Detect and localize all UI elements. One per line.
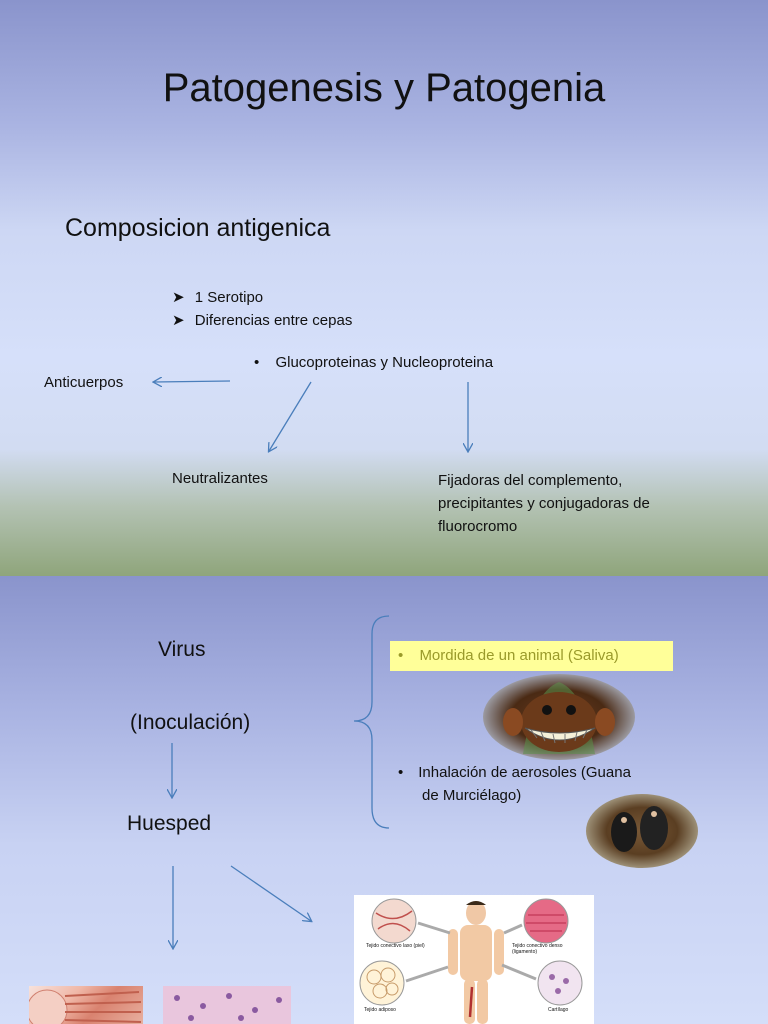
tissue-micrograph-image xyxy=(163,986,291,1024)
arrow-bullet-serotipo: ➤ 1 Serotipo xyxy=(172,288,263,306)
bullet-mordida-text: Mordida de un animal (Saliva) xyxy=(419,647,619,664)
muscle-image xyxy=(29,986,143,1024)
arrow-bullet-cepas: ➤ Diferencias entre cepas xyxy=(172,311,352,329)
curly-brace xyxy=(353,615,390,829)
bats-icon xyxy=(611,806,668,852)
highlight-box xyxy=(390,641,673,671)
fijadoras-line: fluorocromo xyxy=(438,518,518,535)
muscle-fiber-figure xyxy=(29,989,142,1024)
tissue-label: Tejido conectivo denso (ligamento) xyxy=(512,943,563,955)
virus-label: Virus xyxy=(158,638,206,661)
tissue-diagram: Tejido conectivo laxo (piel) Tejido cone… xyxy=(354,895,594,1024)
bats-image xyxy=(586,794,698,868)
arrow-bullet-icon: ➤ xyxy=(172,312,185,329)
bullet-dot-icon: • xyxy=(398,764,404,781)
center-bullet-text: Glucoproteinas y Nucleoproteina xyxy=(275,354,494,371)
tissue-diagram-figure xyxy=(359,898,583,1024)
slide-2: Virus (Inoculación) Huesped • Mordida de… xyxy=(0,576,768,1024)
section-heading: Composicion antigenica xyxy=(65,214,331,242)
neutralizantes-label: Neutralizantes xyxy=(172,470,268,487)
slide2-arrows xyxy=(0,615,390,1024)
slide-1: Patogenesis y Patogenia Composicion anti… xyxy=(0,0,768,576)
arrow-to-anticuerpos xyxy=(154,381,231,382)
arrow-huesped-diagonal xyxy=(230,865,311,921)
slide1-arrows xyxy=(0,0,768,576)
center-bullet: • Glucoproteinas y Nucleoproteina xyxy=(254,354,493,371)
inoculacion-label: (Inoculación) xyxy=(130,711,251,734)
arrow-bullet-icon: ➤ xyxy=(172,289,185,306)
tissue-label: Cartílago xyxy=(548,1007,569,1013)
bullet-inhalacion-line: Inhalación de aerosoles (Guana xyxy=(418,764,631,781)
dog-cartoon-icon xyxy=(503,682,615,754)
bullet-dot-icon: • xyxy=(398,647,404,664)
bullet-inhalacion: • Inhalación de aerosoles (Guana de Murci… xyxy=(398,761,631,807)
dog-bite-image xyxy=(483,674,635,760)
fijadoras-line: Fijadoras del complemento, xyxy=(438,472,623,489)
micrograph-figure xyxy=(174,993,282,1021)
bullet-dot-icon: • xyxy=(254,354,260,371)
anticuerpos-label: Anticuerpos xyxy=(44,374,124,391)
tissue-label: Tejido conectivo laxo (piel) xyxy=(366,943,425,949)
bullet-inhalacion-line: de Murciélago) xyxy=(422,787,522,804)
fijadoras-line: precipitantes y conjugadoras de xyxy=(438,495,650,512)
huesped-label: Huesped xyxy=(127,812,212,835)
arrow-bullet-text: 1 Serotipo xyxy=(194,289,264,306)
fijadoras-label: Fijadoras del complemento, precipitantes… xyxy=(438,469,650,538)
arrow-to-neutralizantes xyxy=(269,381,312,451)
slide-title: Patogenesis y Patogenia xyxy=(162,66,606,110)
arrow-bullet-text: Diferencias entre cepas xyxy=(194,312,353,329)
tissue-label: Tejido adiposo xyxy=(364,1007,396,1013)
bullet-mordida: • Mordida de un animal (Saliva) xyxy=(398,647,619,664)
